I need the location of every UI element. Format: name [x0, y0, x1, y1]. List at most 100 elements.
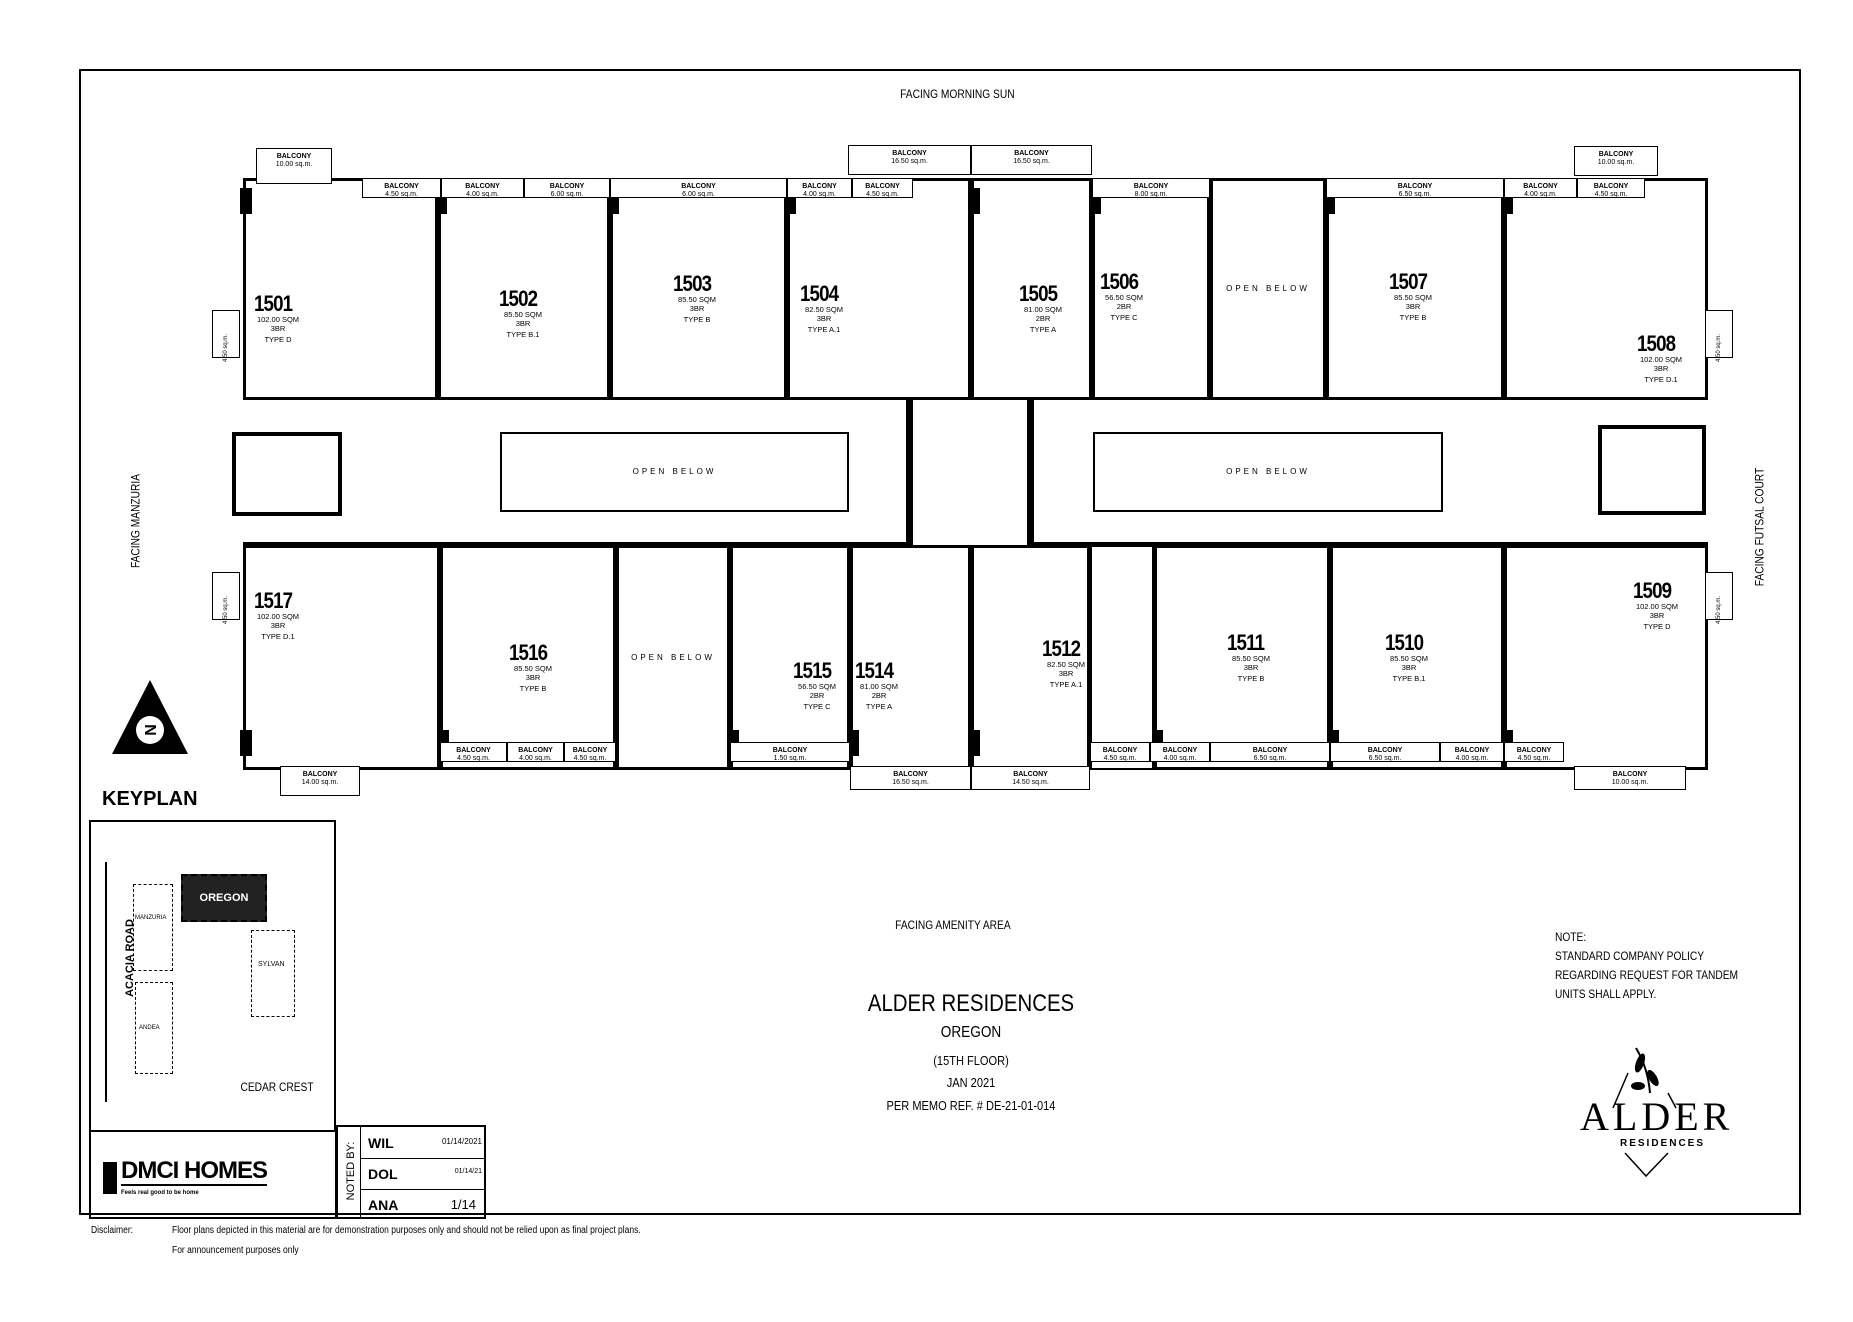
unit-bedrooms: 3BR — [270, 621, 286, 630]
unit-type: TYPE D — [1643, 622, 1671, 631]
svg-text:N: N — [143, 724, 160, 736]
unit-bedrooms: 3BR — [270, 324, 286, 333]
balcony-area: 4.00 sq.m. — [519, 755, 552, 762]
unit-area: 82.50 SQM — [805, 305, 843, 314]
unit-number: 1505 — [1019, 281, 1058, 306]
side-balcony: 4.50 sq.m. — [1705, 310, 1733, 362]
side-balcony: 4.50 sq.m. — [212, 572, 240, 624]
unit-number: 1504 — [800, 281, 839, 306]
unit-area: 81.00 SQM — [1024, 305, 1062, 314]
unit-bedrooms: 3BR — [1401, 663, 1417, 672]
unit-type: TYPE A — [865, 702, 893, 711]
balcony-area: 4.00 sq.m. — [466, 191, 499, 198]
unit-bedrooms: 3BR — [816, 314, 832, 323]
floor-label: (15TH FLOOR) — [933, 1053, 1009, 1068]
facing-right-label: FACING FUTSAL COURT — [1752, 467, 1767, 587]
balcony-area: 10.00 sq.m. — [1597, 159, 1635, 166]
balcony-area: 1.50 sq.m. — [773, 755, 807, 762]
building-label: MANZURIA — [135, 915, 167, 921]
balcony-label: BALCONY — [518, 747, 553, 754]
building-label: SYLVAN — [258, 961, 285, 968]
unit-number: 1507 — [1389, 269, 1428, 294]
balcony-area: 6.50 sq.m. — [1253, 755, 1287, 762]
balcony-area: 10.00 sq.m. — [275, 161, 313, 168]
unit-type: TYPE D.1 — [261, 632, 295, 641]
balcony-area: 14.00 sq.m. — [301, 779, 339, 786]
balcony-label: BALCONY — [465, 183, 500, 190]
noted-by-label: NOTED BY: — [345, 1141, 357, 1201]
stair-core-left — [232, 432, 342, 516]
balcony-label: BALCONY — [1367, 747, 1403, 754]
unit-type: TYPE A.1 — [807, 325, 841, 334]
unit-bedrooms: 3BR — [515, 319, 531, 328]
balcony-label: BALCONY — [1593, 183, 1629, 190]
facing-top-label: FACING MORNING SUN — [900, 87, 1015, 101]
balcony-area: 6.50 sq.m. — [1368, 755, 1402, 762]
unit-bedrooms: 2BR — [1035, 314, 1051, 323]
building-sylvan: SYLVAN — [251, 930, 295, 1017]
unit-number: 1511 — [1227, 630, 1265, 655]
open-below-label: OPEN BELOW — [1226, 284, 1310, 293]
unit-area: 82.50 SQM — [1047, 660, 1085, 669]
logo-sub: RESIDENCES — [1620, 1138, 1706, 1149]
signer-name: WIL — [368, 1135, 394, 1151]
side-balcony: 4.50 sq.m. — [212, 310, 240, 362]
structural-column — [240, 730, 252, 756]
unit-type: TYPE A — [1029, 325, 1057, 334]
open-below-void: OPEN BELOW — [616, 545, 730, 770]
balcony-area: 4.50 sq.m. — [1716, 333, 1722, 362]
unit-number: 1512 — [1042, 636, 1081, 661]
structural-column — [968, 188, 980, 214]
brand-name: DMCI HOMES — [121, 1157, 268, 1186]
unit-annex — [1090, 545, 1154, 770]
balcony-area: 4.50 sq.m. — [223, 333, 229, 362]
balcony-area: 4.00 sq.m. — [1524, 191, 1557, 198]
balcony-area: 4.50 sq.m. — [1716, 595, 1722, 624]
unit-bedrooms: 2BR — [1116, 302, 1132, 311]
balcony-area: 4.00 sq.m. — [803, 191, 836, 198]
balcony-label: BALCONY — [456, 747, 491, 754]
balcony-label: BALCONY — [893, 771, 928, 778]
balcony-label: BALCONY — [681, 183, 716, 190]
unit-number: 1509 — [1633, 578, 1672, 603]
balcony-area: 10.00 sq.m. — [1611, 779, 1649, 786]
alder-logo: ALDER RESIDENCES — [1578, 1038, 1758, 1178]
unit-area: 56.50 SQM — [798, 682, 836, 691]
balcony-area: 6.00 sq.m. — [682, 191, 715, 198]
balcony-label: BALCONY — [1102, 747, 1138, 754]
memo-ref: PER MEMO REF. # DE-21-01-014 — [886, 1098, 1056, 1113]
drawing-frame — [79, 69, 1801, 1215]
signer-name: ANA — [368, 1197, 399, 1213]
balcony-label: BALCONY — [1013, 771, 1048, 778]
disclaimer-label: Disclaimer: — [91, 1225, 134, 1236]
balcony-area: 14.50 sq.m. — [1012, 779, 1049, 786]
building-label: OREGON — [199, 892, 249, 904]
elevator-core — [906, 374, 1034, 564]
developer-brand: DMCI HOMES Feels real good to be home — [89, 1130, 337, 1219]
unit-bedrooms: 3BR — [689, 304, 705, 313]
balcony-area: 16.50 sq.m. — [892, 779, 929, 786]
balcony-label: BALCONY — [302, 771, 338, 778]
balcony-area: 8.00 sq.m. — [1134, 191, 1168, 198]
building-oregon-highlight: OREGON — [181, 874, 267, 922]
unit-area: 85.50 SQM — [678, 295, 716, 304]
